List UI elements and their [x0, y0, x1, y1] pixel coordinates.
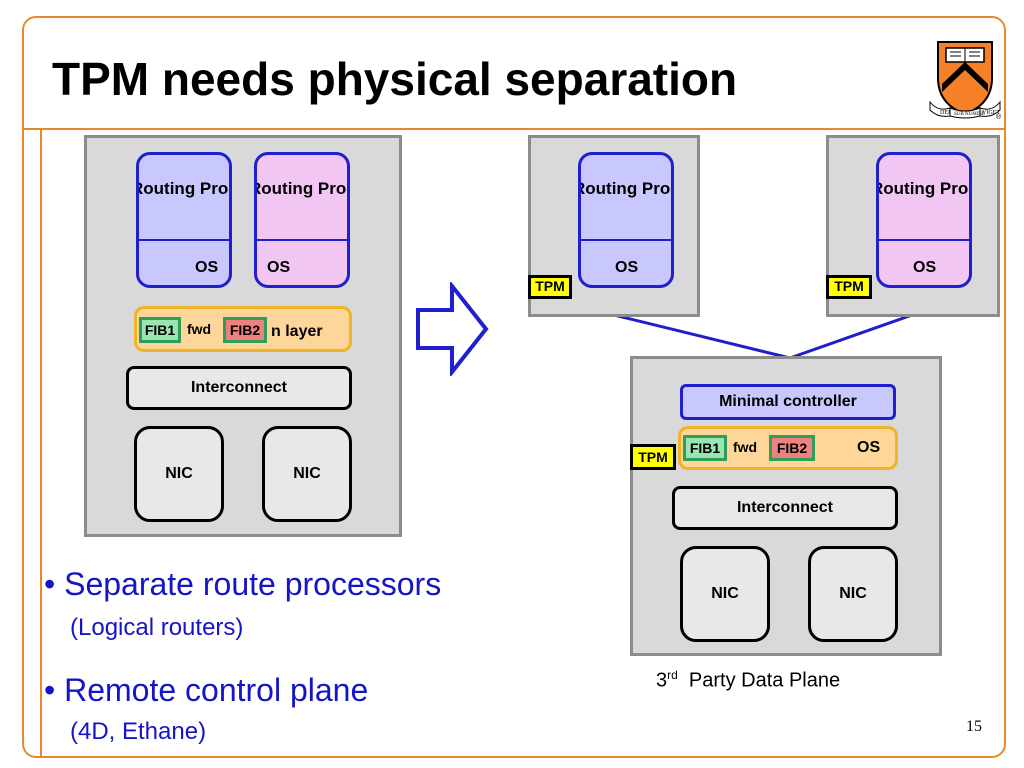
forwarding-layer: FIB1 fwd FIB2 n layer	[134, 306, 352, 352]
routing-processes-section	[139, 155, 229, 241]
registered-mark: ®	[996, 113, 1002, 120]
fib2-table: FIB2	[769, 435, 815, 461]
routing-processes-label: Routing Processes	[254, 179, 347, 198]
routing-processes-label: Routing Processes	[136, 179, 229, 198]
fib2-table: FIB2	[223, 317, 267, 343]
nic-label: NIC	[839, 585, 867, 602]
bullet-1: • Separate route processors	[44, 566, 442, 602]
routing-processes-label: Routing Processes	[578, 179, 671, 198]
tpm-chip: TPM	[630, 444, 676, 470]
fib1-table: FIB1	[139, 317, 181, 343]
os-label: OS	[913, 259, 937, 276]
tpm-chip: TPM	[528, 275, 572, 299]
os-label: OS	[615, 259, 639, 276]
nic-box-4: NIC	[808, 546, 898, 642]
page-number: 15	[966, 718, 982, 735]
nic-box-2: NIC	[262, 426, 352, 522]
motto-left: DEI	[940, 110, 950, 116]
minimal-controller-box: Minimal controller	[680, 384, 896, 420]
os-label: OS	[857, 439, 881, 456]
motto-right: VIGET	[982, 110, 1000, 116]
bullet-1-sub: (Logical routers)	[70, 614, 244, 641]
os-label: OS	[267, 259, 291, 276]
title-divider	[22, 128, 1006, 130]
motto-mid: SUB NUMINE	[954, 112, 985, 117]
fwd-label: fwd	[733, 439, 758, 455]
nic-box-3: NIC	[680, 546, 770, 642]
routing-processes-box-3: Routing Processes OS	[578, 152, 674, 288]
bullet-2: • Remote control plane	[44, 672, 369, 708]
nic-label: NIC	[293, 465, 321, 482]
right-arrow-icon	[416, 282, 489, 376]
bullet-2-text: Remote control plane	[64, 672, 369, 708]
routing-processes-section	[879, 155, 969, 241]
routing-processes-label: Routing Processes	[876, 179, 969, 198]
os-label: OS	[195, 259, 219, 276]
caption-number: 3	[656, 669, 668, 692]
interconnect-box: Interconnect	[672, 486, 898, 530]
fwd-label: fwd	[187, 321, 212, 337]
routing-processes-box-4: Routing Processes OS	[876, 152, 972, 288]
routing-processes-section	[257, 155, 347, 241]
routing-processes-box-2: Routing Processes OS	[254, 152, 350, 288]
caption-text: Party Data Plane	[677, 669, 841, 692]
bullet-1-text: Separate route processors	[64, 566, 442, 602]
slide-title: TPM needs physical separation	[52, 53, 738, 105]
routing-processes-box-1: Routing Processes OS	[136, 152, 232, 288]
bullet-2-sub: (4D, Ethane)	[70, 718, 207, 745]
layer-label: n layer	[271, 323, 323, 340]
caption-superscript: rd	[667, 668, 678, 682]
fib1-table: FIB1	[683, 435, 727, 461]
link-left-controller	[613, 313, 791, 360]
princeton-shield-icon: DEI SUB NUMINE VIGET ®	[928, 38, 1006, 121]
forwarding-layer: FIB1 fwd FIB2 OS	[678, 426, 898, 470]
interconnect-box: Interconnect	[126, 366, 352, 410]
link-right-controller	[789, 313, 913, 360]
slide-frame	[22, 16, 1006, 758]
side-divider	[40, 128, 42, 758]
nic-box-1: NIC	[134, 426, 224, 522]
tpm-chip: TPM	[826, 275, 872, 299]
data-plane-caption: 3rd Party Data Plane	[656, 668, 840, 693]
nic-label: NIC	[711, 585, 739, 602]
nic-label: NIC	[165, 465, 193, 482]
routing-processes-section	[581, 155, 671, 241]
